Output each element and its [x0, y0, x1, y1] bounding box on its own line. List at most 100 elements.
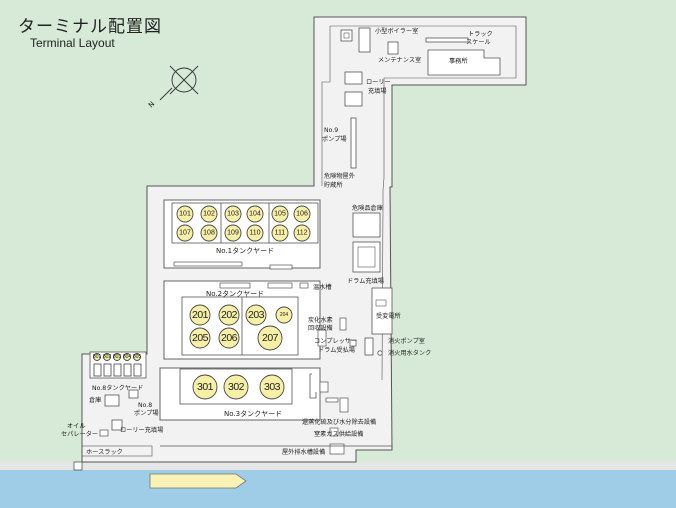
yard8-tank-bar: [133, 363, 142, 377]
tank-yard8-0: [93, 353, 101, 361]
label-hot-water: 温水槽: [313, 283, 332, 291]
yard8-tank-bar: [123, 363, 132, 377]
tank-label: 206: [221, 332, 238, 344]
tank-label: 804: [123, 354, 132, 360]
label-yard2: No.2タンクヤード: [206, 289, 264, 298]
hazard-warehouse: [352, 212, 381, 238]
label-yard1: No.1タンクヤード: [216, 246, 274, 255]
nitrogen-supply-unit: [329, 427, 339, 437]
label-warehouse: 倉庫: [89, 396, 101, 404]
label-drum-fill: ドラム充填場: [347, 277, 384, 285]
label-h2s: 還蒸化硫及び水分除去設備: [302, 418, 376, 426]
truck-scale: [425, 37, 469, 43]
fire-pump-building: [364, 337, 374, 356]
tank-label: 805: [133, 354, 142, 360]
sea: [0, 468, 676, 508]
tank-yard2-6: [257, 325, 283, 351]
label-fire-pump: 消火ポンプ室: [388, 337, 425, 345]
tank-yard1-5: [293, 205, 311, 223]
tank-label: 303: [264, 381, 281, 393]
pump-station-8: [128, 389, 139, 399]
label-pump9-1: No.9: [324, 127, 338, 134]
map-title-ja: ターミナル配置図: [18, 17, 162, 37]
drain-tank: [329, 443, 345, 455]
tank-yard2-5: [218, 327, 240, 349]
oil-separator: [99, 429, 109, 437]
yard8-tank-bar: [103, 363, 112, 377]
gas-recovery-unit: [339, 317, 347, 331]
tank-label: 203: [248, 309, 265, 321]
label-oil-sep-2: セパレーター: [61, 430, 98, 438]
label-haz-warehouse: 危険品倉庫: [352, 204, 383, 212]
tank-label: 101: [179, 211, 191, 218]
pump-station-9: [350, 117, 357, 169]
tank-yard2-1: [218, 304, 240, 326]
label-truck-scale-1: トラック: [468, 31, 493, 38]
tank-label: 302: [228, 381, 245, 393]
label-office: 事務所: [449, 57, 468, 65]
label-hose-rack: ホースラック: [86, 449, 123, 456]
label-pump8-1: No.8: [138, 402, 152, 409]
label-n2: 窒素ガス供給設備: [314, 430, 364, 438]
tank-yard2-4: [189, 327, 211, 349]
tank-label: 102: [203, 211, 215, 218]
maintenance-building: [387, 41, 399, 55]
label-drum-receive: ドラム受払場: [318, 346, 355, 354]
substation-building: [375, 299, 387, 307]
office-building: [427, 49, 501, 76]
tank-yard1-3: [246, 205, 264, 223]
tank-yard3-0: [192, 374, 218, 400]
tank-label: 104: [249, 211, 261, 218]
label-fire-water: 消火用水タンク: [388, 349, 431, 357]
tank-label: 802: [103, 354, 112, 360]
label-haz-outdoor-2: 貯蔵所: [324, 181, 343, 189]
lorry-station-north-2: [344, 91, 363, 107]
hot-water-tank: [299, 282, 309, 289]
label-yard3: No.3タンクヤード: [224, 409, 282, 418]
shoreline: [0, 462, 676, 470]
tank-yard2-0: [189, 304, 211, 326]
label-pump8-2: ポンプ場: [134, 409, 159, 417]
tank-label: 110: [249, 230, 260, 237]
yard3-tank-group: 301 302 303: [192, 374, 285, 400]
tank-label: 103: [227, 211, 239, 218]
tank-yard1-10: [271, 224, 289, 242]
substation-area: [371, 287, 393, 335]
tank-label: 108: [203, 230, 215, 237]
hose-rack: [81, 445, 153, 457]
label-maintenance: メンテナンス室: [378, 56, 421, 64]
tank-label: 205: [192, 332, 209, 344]
tank-yard1-0: [176, 205, 194, 223]
label-lorry-fill: ローリー充填場: [120, 426, 163, 434]
tank-label: 301: [197, 381, 214, 393]
tank-yard1-8: [224, 224, 242, 242]
label-yard8: No.8タンクヤード: [92, 384, 143, 392]
tank-yard3-1: [223, 374, 249, 400]
fire-water-tank-icon: [377, 350, 383, 356]
label-compressor: コンプレッサー: [314, 338, 357, 345]
compressor-unit: [317, 329, 327, 347]
tank-yard8-1: [103, 353, 111, 361]
inner-road-west: [321, 26, 331, 186]
tank-label: 111: [275, 230, 286, 237]
tank-label: 109: [227, 230, 239, 237]
drum-receive-unit: [349, 339, 357, 347]
tank-yard2-3: [275, 306, 293, 324]
tank-label: 202: [221, 309, 238, 321]
map-title-en: Terminal Layout: [30, 36, 115, 50]
compass-north-label: N: [147, 100, 156, 109]
yard8-tank-bar: [93, 363, 102, 377]
tank-label: 204: [280, 312, 289, 318]
tank-label: 107: [179, 230, 191, 237]
label-gas-recovery-2: 回収設備: [308, 324, 333, 332]
label-drain-check: 屋外排水槽設備: [282, 448, 325, 456]
ship: [149, 473, 247, 489]
label-haz-outdoor-1: 危険物屋外: [324, 172, 355, 180]
tank-yard1-7: [200, 224, 218, 242]
tank-yard1-11: [293, 224, 311, 242]
inner-road: [330, 25, 517, 381]
compass-icon: [159, 65, 199, 101]
label-truck-scale-2: スケール: [466, 39, 491, 46]
